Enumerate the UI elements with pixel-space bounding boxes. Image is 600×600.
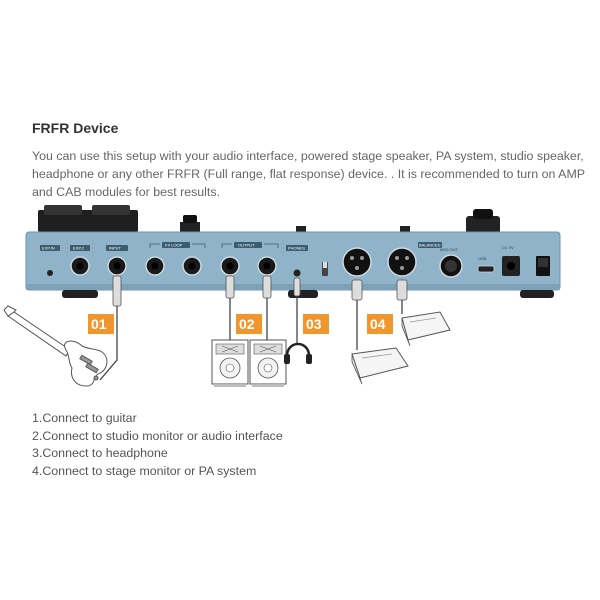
section-description: You can use this setup with your audio i… bbox=[32, 149, 585, 199]
jack-output-l bbox=[220, 256, 240, 276]
port-label-midi-out: MIDI OUT bbox=[440, 247, 459, 252]
top-knob-left bbox=[180, 215, 200, 234]
port-label-usb: USB bbox=[478, 256, 487, 261]
dc-jack bbox=[502, 256, 520, 276]
badge-03: 03 bbox=[303, 314, 329, 334]
stage-monitor-icon bbox=[351, 347, 409, 385]
port-label-output: OUTPUT bbox=[238, 243, 255, 248]
xlr-right bbox=[387, 247, 417, 277]
studio-speaker-icon bbox=[249, 339, 287, 387]
top-knob-mid2 bbox=[400, 226, 410, 234]
ground-switch bbox=[322, 262, 328, 276]
port-label-input: INPUT bbox=[109, 246, 122, 251]
cable-output-l bbox=[225, 275, 235, 340]
cable-output-r bbox=[262, 275, 272, 340]
port-label-exp-2: EXP.2 bbox=[73, 246, 85, 251]
section-title: FRFR Device bbox=[32, 120, 119, 136]
connection-diagram: EXP.IN EXP.2 INPUT FX LOOP OUTPUT PHONES… bbox=[3, 205, 561, 387]
jack-input bbox=[107, 256, 127, 276]
cable-guitar bbox=[99, 275, 122, 381]
svg-text:04: 04 bbox=[370, 316, 386, 332]
step-item: 4.Connect to stage monitor or PA system bbox=[32, 463, 257, 478]
port-label-dc: DC 9V bbox=[502, 245, 514, 250]
usb-port bbox=[477, 265, 495, 273]
footswitch-bar bbox=[38, 205, 138, 232]
studio-speaker-icon bbox=[211, 339, 249, 387]
jack-exp-2 bbox=[70, 256, 90, 276]
jack-fx-send bbox=[145, 256, 165, 276]
badge-04: 04 bbox=[367, 314, 393, 334]
port-label-phones: PHONES bbox=[288, 246, 305, 251]
device-body bbox=[25, 231, 561, 291]
step-item: 2.Connect to studio monitor or audio int… bbox=[32, 428, 283, 443]
badge-02: 02 bbox=[236, 314, 262, 334]
port-label-exp-in: EXP.IN bbox=[42, 246, 55, 251]
electric-guitar-icon bbox=[3, 305, 108, 387]
cable-xlr-right bbox=[396, 279, 408, 314]
jack-output-r bbox=[257, 256, 277, 276]
jack-exp-in bbox=[47, 270, 53, 276]
midi-out-port bbox=[439, 254, 463, 278]
top-knob-mid bbox=[296, 226, 306, 234]
headphones-icon bbox=[284, 342, 312, 364]
jack-fx-return bbox=[182, 256, 202, 276]
power-switch bbox=[536, 256, 550, 276]
step-item: 3.Connect to headphone bbox=[32, 446, 168, 460]
xlr-left bbox=[342, 247, 372, 277]
cable-phones bbox=[293, 277, 301, 345]
cable-xlr-left bbox=[351, 279, 363, 350]
svg-text:01: 01 bbox=[91, 316, 107, 332]
svg-text:03: 03 bbox=[306, 316, 322, 332]
jack-phones bbox=[293, 269, 301, 277]
port-label-fx-loop: FX LOOP bbox=[165, 243, 183, 248]
svg-text:02: 02 bbox=[239, 316, 255, 332]
badge-01: 01 bbox=[88, 314, 114, 334]
port-labels: EXP.IN EXP.2 INPUT FX LOOP OUTPUT PHONES… bbox=[40, 242, 514, 261]
top-knob-right bbox=[466, 209, 500, 234]
step-item: 1.Connect to guitar bbox=[32, 411, 137, 425]
port-label-balanced: BALANCED bbox=[419, 243, 441, 248]
stage-monitor-icon bbox=[401, 311, 451, 347]
connection-steps: 1.Connect to guitar 2.Connect to studio … bbox=[32, 410, 283, 480]
